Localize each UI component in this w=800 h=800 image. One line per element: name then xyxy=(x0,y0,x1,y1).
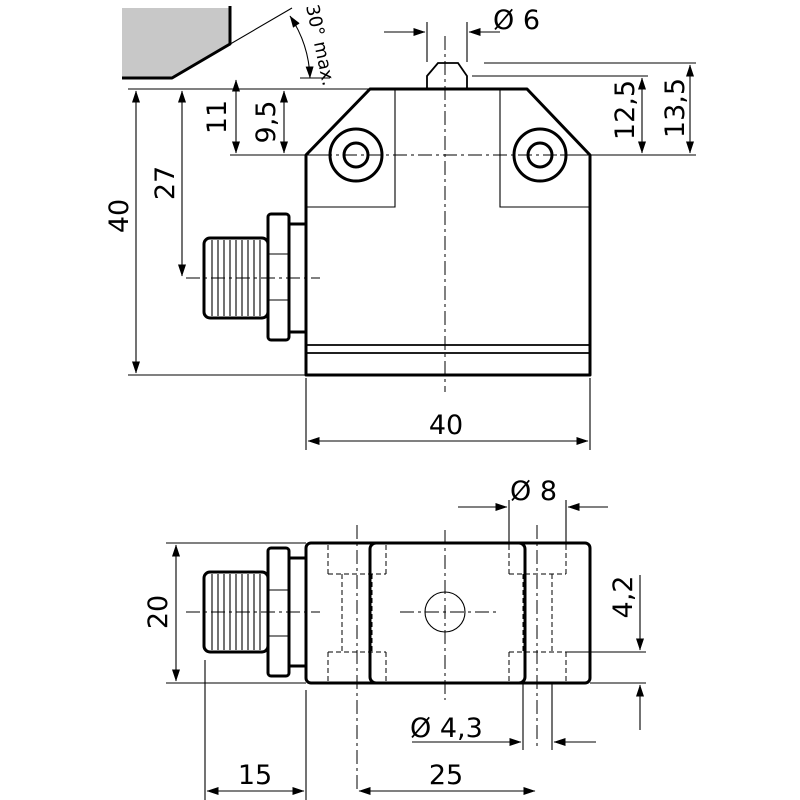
dim-15: 15 xyxy=(238,760,272,791)
connector-thread xyxy=(211,240,261,316)
dim-depth-20: 20 xyxy=(143,595,174,629)
plan-body xyxy=(304,541,592,685)
dim-width-40: 40 xyxy=(429,410,463,441)
connector-body xyxy=(202,236,270,320)
connector-hex-nut xyxy=(266,212,291,342)
dim-13-5: 13,5 xyxy=(660,78,691,138)
dim-12-5: 12,5 xyxy=(610,80,641,140)
plan-connector-thread xyxy=(211,574,261,650)
dim-4-2: 4,2 xyxy=(608,576,639,619)
actuator-target xyxy=(122,8,230,78)
sensor-body xyxy=(304,87,592,377)
dim-hole-8: Ø 8 xyxy=(510,476,557,507)
left-recess xyxy=(306,89,396,208)
dim-height-40: 40 xyxy=(104,199,135,233)
approach-angle-line xyxy=(171,7,293,79)
plan-center-block xyxy=(368,541,527,685)
angle-arc xyxy=(289,15,314,79)
plunger xyxy=(426,62,468,89)
dim-9-5: 9,5 xyxy=(251,101,282,144)
dim-approach-angle: 30° max. xyxy=(301,3,339,88)
dim-11: 11 xyxy=(202,100,233,134)
dim-shaft-diameter: Ø 6 xyxy=(493,5,540,36)
plan-connector-flange xyxy=(287,556,308,668)
dim-hole-4-3: Ø 4,3 xyxy=(410,713,483,744)
front-view: Ø 6 30° max. 11 9,5 27 40 12,5 13,5 40 xyxy=(104,3,696,450)
plan-connector-body xyxy=(202,570,270,654)
right-recess xyxy=(499,89,590,208)
dim-25: 25 xyxy=(429,760,463,791)
plan-view: Ø 8 20 4,2 Ø 4,3 15 25 xyxy=(143,476,646,800)
right-bore-hidden xyxy=(508,545,567,681)
dim-27: 27 xyxy=(150,166,181,200)
connector-flange xyxy=(287,222,308,334)
